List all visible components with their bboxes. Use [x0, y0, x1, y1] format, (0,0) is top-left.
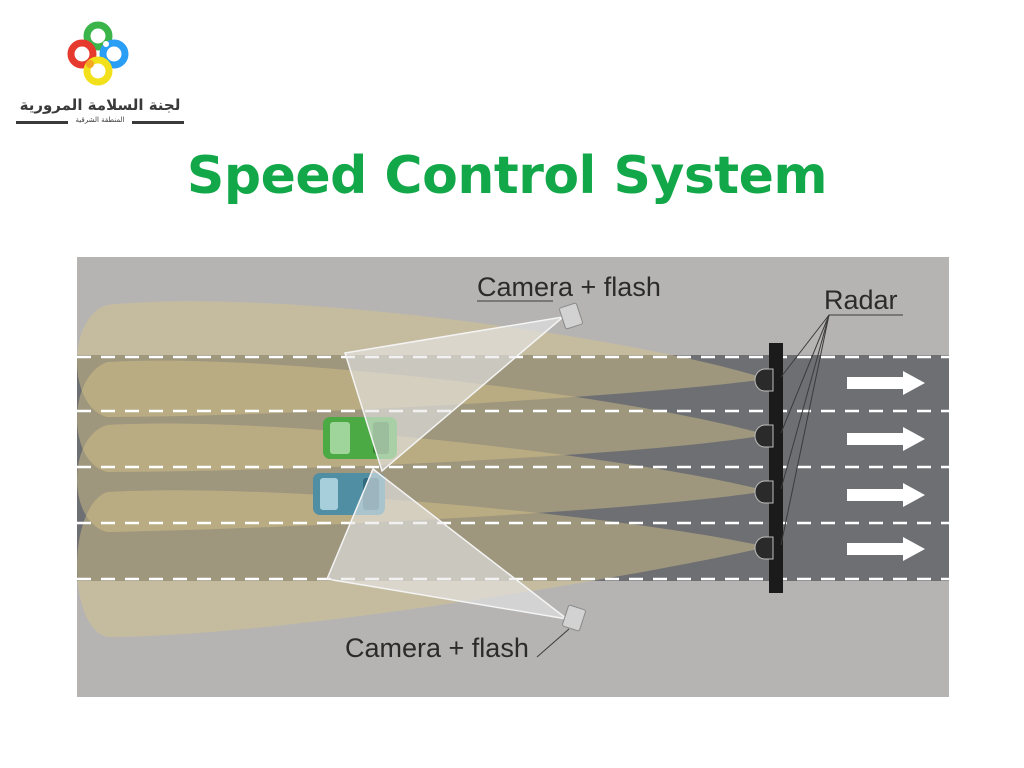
arrow-lane-4 [847, 537, 925, 561]
camera-bottom-leader [536, 628, 570, 658]
logo-arabic-subtitle: المنطقة الشرقية [75, 116, 125, 124]
logo-divider-right [132, 121, 184, 124]
radar-unit-1 [754, 368, 774, 392]
committee-logo: لجنة السلامة المرورية المنطقة الشرقية [10, 14, 190, 132]
radar-beam-lane-3 [77, 423, 767, 532]
camera-cone-bottom [325, 467, 568, 620]
radar-unit-2 [754, 424, 774, 448]
radar-unit-3 [754, 480, 774, 504]
camera-cone-top [344, 315, 566, 473]
camera-top-icon [559, 302, 583, 330]
logo-knot-icon [67, 21, 129, 86]
arrow-lane-1 [847, 371, 925, 395]
label-camera-bottom: Camera + flash [345, 633, 529, 663]
direction-arrows [847, 371, 925, 561]
speed-control-diagram: Camera + flash Radar Camera + flash [77, 257, 949, 697]
logo-divider-left [16, 121, 68, 124]
label-radar: Radar [824, 285, 898, 315]
radar-units [754, 368, 774, 560]
logo-arabic-name: لجنة السلامة المرورية [19, 96, 181, 114]
radar-leader-lines [780, 314, 903, 546]
radar-unit-4 [754, 536, 774, 560]
camera-bottom-icon [562, 604, 586, 632]
slide-title: Speed Control System [186, 146, 828, 206]
arrow-lane-2 [847, 427, 925, 451]
radar-pole [769, 343, 783, 593]
label-camera-top: Camera + flash [477, 272, 661, 302]
arrow-lane-3 [847, 483, 925, 507]
